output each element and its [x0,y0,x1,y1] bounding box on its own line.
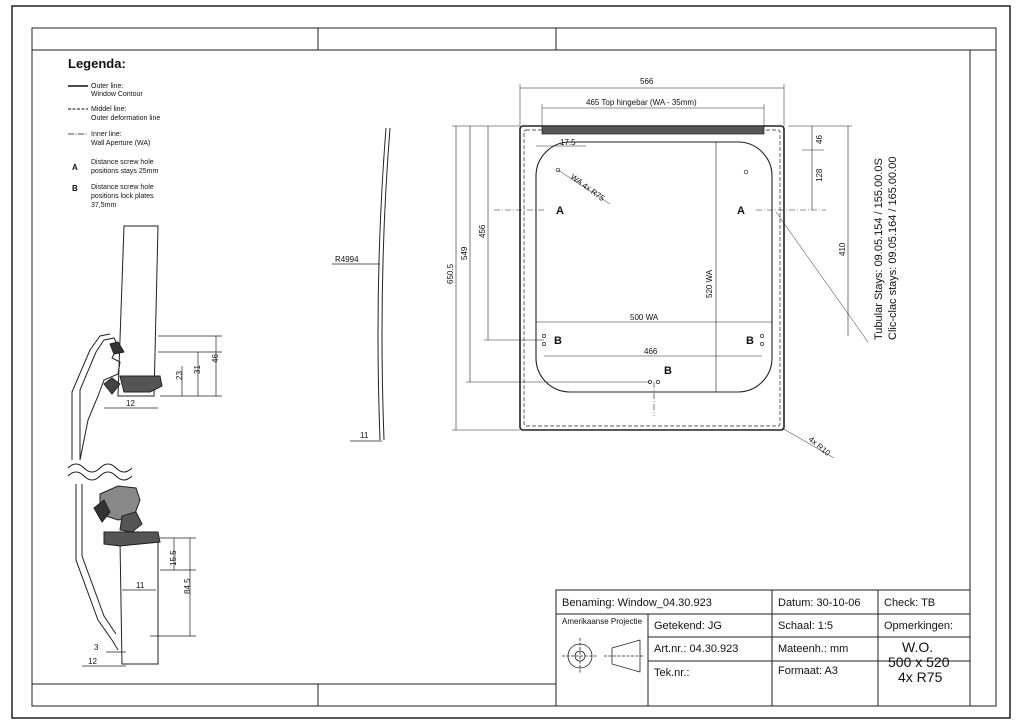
legend-marker-line: 37,5mm [91,202,116,209]
title-block [555,589,971,707]
top-hingebar [541,125,765,135]
dim-wa-height: 520 WA [705,269,714,298]
legend-marker-line: Distance screw hole [91,159,154,166]
getekend-field: Getekend: JG [654,620,722,632]
wall-aperture [535,141,773,393]
dim-offset: 17.5 [560,138,576,147]
legend-marker-line: positions lock plates [91,193,154,200]
corner-radius-outer: 4x R10 [807,435,833,459]
dim-6505: 650.5 [446,263,455,284]
legend-item-label: Inner line: [91,131,122,138]
dim-456: 456 [478,224,487,238]
break-line [67,471,133,481]
deformation-line [523,129,781,427]
marker-b-right: B [746,335,754,347]
stays-clic-clac: Clic-clac stays: 09.05.164 / 165.00.00 [887,157,899,340]
dim-46: 46 [815,135,824,144]
dim-label: 15.5 [169,550,178,566]
legend: Legenda: Outer line: Window Contour Midd… [68,56,160,209]
legend-marker-line: Distance screw hole [91,184,154,191]
corner-radius-wa: WA 4x R75 [569,172,607,203]
dim-label: 12 [88,657,97,666]
mateenh-field: Mateenh.: mm [778,643,849,655]
teknr-field: Tek.nr.: [654,667,690,679]
curvature-side-view [332,127,391,442]
dim-label: 11 [136,581,145,590]
inner-frame [31,27,997,707]
remark-line: W.O. [902,639,934,655]
thickness-label: 11 [360,431,369,440]
marker-a-right: A [737,205,745,217]
check-field: Check: TB [884,597,936,609]
marker-b-left: B [554,335,562,347]
dim-lock-spacing: 466 [644,347,658,356]
profile-section-bottom [75,484,196,667]
dim-410: 410 [838,242,847,256]
remark-line: 4x R75 [898,669,943,685]
legend-item-desc: Wall Aperture (WA) [91,140,150,147]
projection-symbol [562,638,644,674]
opmerkingen-field: Opmerkingen: [884,620,954,632]
schaal-field: Schaal: 1:5 [778,620,834,632]
benaming-field: Benaming: Window_04.30.923 [562,597,712,609]
dim-label: 84.5 [183,578,192,594]
dim-label: 23 [175,371,184,380]
datum-field: Datum: 30-10-06 [778,597,861,609]
dim-wa-width: 500 WA [630,313,659,322]
break-line [67,463,133,473]
legend-title: Legenda: [68,56,126,71]
outer-frame [11,5,1011,719]
legend-marker-key: B [72,184,78,193]
radius-label: R4994 [335,255,359,264]
dim-label: 46 [211,354,220,363]
legend-marker-key: A [72,163,78,172]
remark-line: 500 x 520 [888,654,950,670]
profile-section-top [71,225,222,461]
legend-marker-line: positions stays 25mm [91,168,158,175]
legend-item-desc: Outer deformation line [91,115,160,122]
dim-549: 549 [460,246,469,260]
formaat-field: Formaat: A3 [778,665,838,677]
dim-width-total: 566 [640,77,654,86]
marker-b-bottom: B [664,365,672,377]
dim-128: 128 [815,168,824,182]
dim-label: 3 [94,643,99,652]
dim-label: 12 [126,399,135,408]
artnr-field: Art.nr.: 04.30.923 [654,643,739,655]
window-front-view [452,84,869,459]
stays-tubular: Tubular Stays: 09.05.154 / 155.00.0S [873,158,885,340]
dim-hingebar: 465 Top hingebar (WA - 35mm) [586,98,697,107]
dim-label: 31 [193,365,202,374]
legend-item-label: Outer line: [91,83,123,90]
legend-item-desc: Window Contour [91,91,143,98]
projection-label: Amerikaanse Projectie [562,617,643,626]
legend-item-label: Middel line: [91,106,126,113]
marker-a-left: A [556,205,564,217]
